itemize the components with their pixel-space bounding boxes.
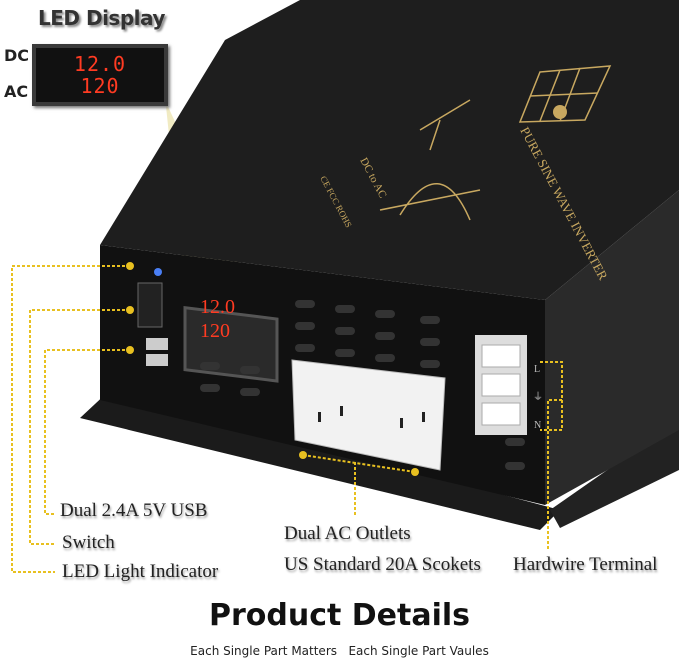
usb-port-2[interactable] xyxy=(146,354,168,366)
front-ac-value: 120 xyxy=(200,320,230,342)
vent-slots xyxy=(200,300,525,470)
callout-lines xyxy=(11,265,563,573)
solar-logo-icon xyxy=(379,65,612,221)
ac-outlets-callout: Dual AC Outlets xyxy=(284,523,411,544)
power-switch[interactable] xyxy=(137,282,163,328)
inverter-side-face xyxy=(545,190,679,505)
usb-port-1[interactable] xyxy=(146,338,168,350)
terminal-label-l: L xyxy=(534,364,540,375)
led-indicator-icon xyxy=(154,268,162,276)
ac-outlet-plate[interactable] xyxy=(291,359,446,471)
outlet-slots xyxy=(318,406,425,428)
led-display-zoom: 12.0 120 xyxy=(32,44,168,106)
ac-label: AC xyxy=(4,82,29,101)
inverter-top-face xyxy=(100,0,679,300)
product-details-subtitle: Each Single Part Matters Each Single Par… xyxy=(190,644,489,658)
led-indicator-callout: LED Light Indicator xyxy=(62,561,219,582)
front-dc-value: 12.0 xyxy=(200,296,235,318)
ac-value: 120 xyxy=(80,74,120,98)
terminal-label-n: N xyxy=(534,420,541,431)
sun-icon xyxy=(553,105,567,119)
callout-dots xyxy=(126,262,419,476)
led-display-title: LED Display xyxy=(38,6,165,30)
mounting-flange xyxy=(80,390,560,530)
dc-value: 12.0 xyxy=(73,52,127,76)
hardwire-terminal[interactable] xyxy=(475,335,527,435)
dc-label: DC xyxy=(4,46,30,65)
front-led-display xyxy=(183,306,279,383)
usb-callout: Dual 2.4A 5V USB xyxy=(60,500,208,521)
terminal-label-ground: ⏚ xyxy=(533,391,543,403)
product-details-title: Product Details xyxy=(208,598,471,633)
hardwire-callout: Hardwire Terminal xyxy=(513,554,658,575)
ac-outlets-callout-detail: US Standard 20A Scokets xyxy=(284,554,481,575)
switch-callout: Switch xyxy=(62,532,115,553)
